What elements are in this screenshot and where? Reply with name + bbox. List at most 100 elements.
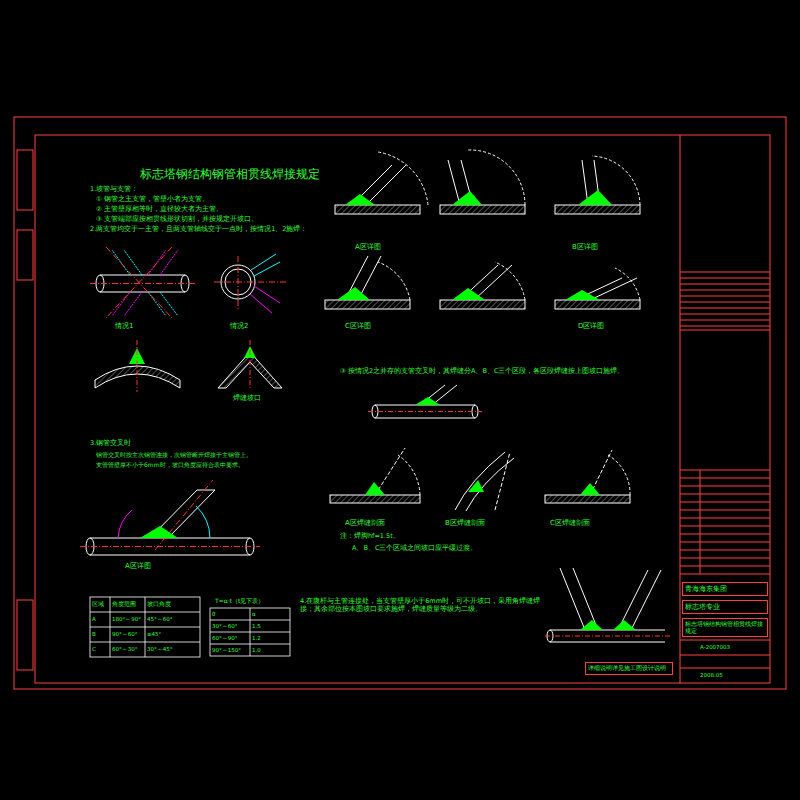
drawing-note: 2.两支管均交于一主管，且两支管轴线交于一点时，按情况1、2施焊： — [90, 226, 325, 234]
drawing-frame-part — [680, 518, 770, 519]
weld-sections-part — [495, 452, 510, 510]
weld-details-part — [325, 300, 410, 309]
drawing-note: A — [92, 616, 96, 623]
weld-sections-part — [580, 483, 600, 495]
drawing-frame-part — [17, 230, 33, 280]
weld-details-part — [378, 152, 428, 205]
drawing-frame-part — [680, 668, 770, 669]
crossing-figure-part — [545, 636, 670, 637]
tube-junction-figure-part — [415, 397, 440, 405]
weld-sections-part — [468, 480, 484, 492]
drawing-note: 角度范围 — [112, 601, 136, 608]
weld-details-part — [615, 268, 640, 300]
case2-figure-part — [254, 262, 280, 276]
case2-figure-part — [214, 282, 286, 283]
title-block-text: 详细说明详见施工图设计说明 — [588, 665, 670, 672]
drawing-frame-part — [680, 542, 770, 543]
drawing-note: 2008.05 — [700, 672, 723, 679]
drawing-note: B — [92, 631, 96, 638]
drawing-frame-part — [680, 566, 770, 567]
groove-figure-part — [250, 340, 251, 390]
drawing-note: 60°～30° — [112, 646, 138, 653]
weld-details-part — [565, 290, 600, 300]
drawing-frame-part — [17, 150, 33, 210]
weld-details — [325, 150, 640, 309]
drawing-note: 区域 — [92, 601, 104, 608]
tube-junction-figure — [368, 385, 482, 418]
drawing-note: 90°～150° — [212, 647, 241, 654]
drawing-frame-part — [680, 478, 770, 479]
table-grid-part — [90, 597, 200, 657]
drawing-frame-part — [680, 494, 770, 495]
crossing-figure-part — [613, 620, 636, 630]
drawing-note: T=α·t（t见下表） — [215, 597, 264, 604]
weld-sections-part — [365, 482, 385, 495]
drawing-note: C — [92, 646, 96, 653]
crossing-figure-part — [618, 570, 648, 630]
drawing-frame-part — [680, 314, 770, 315]
crossing-figure — [545, 568, 670, 642]
drawing-note: A-2007003 — [700, 644, 730, 651]
drawing-note: ③ 支管端部应按相贯线形状切割，并按规定开坡口。 — [96, 216, 258, 224]
title-block-cell: 标志塔钢结构钢管相贯线焊接规定 — [682, 618, 768, 637]
drawing-note: A区焊缝剖面 — [345, 519, 385, 527]
drawing-frame-part — [700, 470, 701, 574]
weld-details-part — [555, 300, 640, 309]
drawing-frame-part — [680, 470, 770, 471]
drawing-note: A区详图 — [355, 243, 381, 251]
title-block-text: 标志塔专业 — [685, 603, 765, 611]
title-block-text: 青海海东集团 — [685, 585, 765, 593]
drawing-frame-part — [680, 308, 770, 309]
weld-sections-part — [608, 455, 630, 495]
case1-figure-part — [124, 250, 142, 275]
title-block-cell: 详细说明详见施工图设计说明 — [585, 662, 673, 675]
table-grid-part — [90, 612, 200, 613]
drawing-note: ③ 按情况2之并存的支管交叉时，其焊缝分A、B、C三个区段，各区段焊缝按上图坡口… — [340, 368, 670, 376]
drawing-note: 支管管壁厚不小于6mm时，坡口角度应符合表中要求。 — [96, 461, 326, 468]
case1-figure-part — [106, 247, 172, 318]
zone-a-figure-part — [155, 480, 213, 550]
case2-figure-part — [250, 294, 272, 313]
drawing-frame-part — [680, 320, 770, 321]
drawing-note: ② 主管壁厚相等时，直径较大者为主管。 — [96, 206, 223, 214]
drawing-frame-part — [680, 655, 770, 656]
drawing-note: 90°～60° — [112, 631, 138, 638]
weld-details-part — [448, 160, 460, 205]
drawing-note: C区详图 — [345, 322, 371, 330]
crossing-figure-part — [550, 630, 665, 631]
weld-details-part — [345, 194, 375, 205]
drawing-frame-part — [35, 135, 770, 683]
drawing-note: A区详图 — [125, 562, 151, 570]
drawing-note: A、B、C三个区域之间坡口应平缓过渡。 — [352, 545, 477, 553]
table-grid-part — [210, 608, 290, 656]
drawing-note: ① 钢管之主支管，管壁小者为支管。 — [96, 196, 209, 204]
table-grid-part — [210, 620, 290, 621]
drawing-frame-part — [680, 296, 770, 297]
groove-figure — [218, 340, 282, 390]
drawing-frame-part — [680, 558, 770, 559]
case1-figure-part — [100, 275, 185, 276]
zone-a-figure-part — [140, 526, 178, 538]
drawing-note: θ — [212, 611, 215, 618]
title-block-text: 标志塔钢结构钢管相贯线焊接规定 — [685, 621, 765, 634]
weld-details-part — [440, 300, 525, 309]
weld-details-part — [468, 150, 525, 205]
drawing-frame-part — [680, 290, 770, 291]
crossing-figure-part — [631, 570, 661, 630]
drawing-frame — [14, 117, 786, 689]
drawing-frame-part — [680, 526, 770, 527]
table-grid-part — [210, 632, 290, 633]
drawing-note: 3.钢管交叉时 — [90, 440, 131, 448]
case1-figure-part — [160, 292, 178, 316]
table-grid-part — [90, 627, 200, 628]
drawing-frame-part — [14, 117, 786, 689]
weld-details-part — [452, 191, 482, 205]
drawing-frame-part — [680, 486, 770, 487]
weld-details-part — [378, 262, 410, 300]
drawing-note: 180°～90° — [112, 616, 141, 623]
drawing-frame-part — [17, 600, 33, 670]
crossing-figure-part — [580, 620, 603, 630]
tube-junction-figure-part — [432, 385, 457, 405]
zone-a-figure — [80, 480, 260, 555]
